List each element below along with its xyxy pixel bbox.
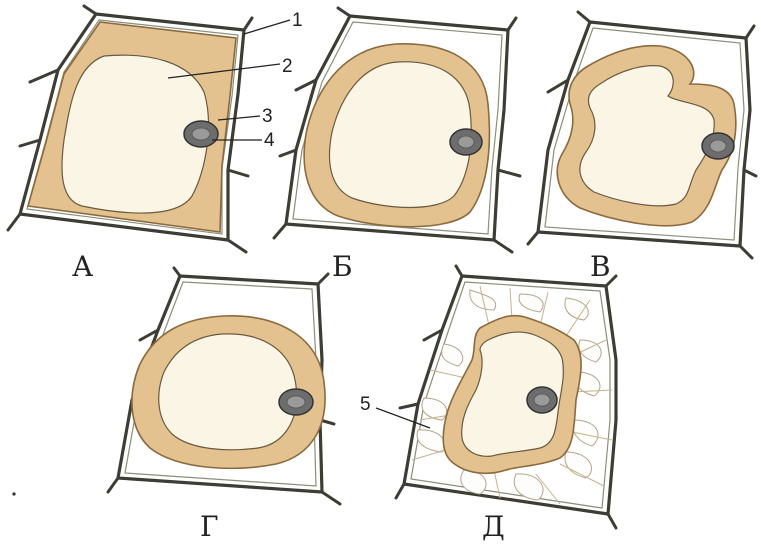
nucleus <box>702 133 734 159</box>
cell-panel-b <box>274 8 520 252</box>
cell-panel-g <box>108 268 340 504</box>
nucleus <box>450 129 482 155</box>
cell-panel-a <box>8 6 290 252</box>
vacuole <box>159 334 297 450</box>
callout-4: 4 <box>264 130 275 151</box>
panel-label-v: В <box>590 250 611 283</box>
panel-label-a: А <box>72 250 93 283</box>
panel-label-d: Д <box>482 510 505 543</box>
nucleus <box>527 387 557 413</box>
cell-panel-d <box>376 266 616 528</box>
stray-mark <box>12 492 15 495</box>
panel-label-g: Г <box>200 510 219 543</box>
nucleus <box>184 121 218 147</box>
cell-panel-v <box>528 12 756 258</box>
callout-2: 2 <box>282 56 293 77</box>
callout-1: 1 <box>292 10 303 31</box>
callout-5: 5 <box>360 394 371 415</box>
nucleus <box>279 389 313 415</box>
callout-3: 3 <box>262 106 273 127</box>
panel-label-b: Б <box>332 250 353 283</box>
